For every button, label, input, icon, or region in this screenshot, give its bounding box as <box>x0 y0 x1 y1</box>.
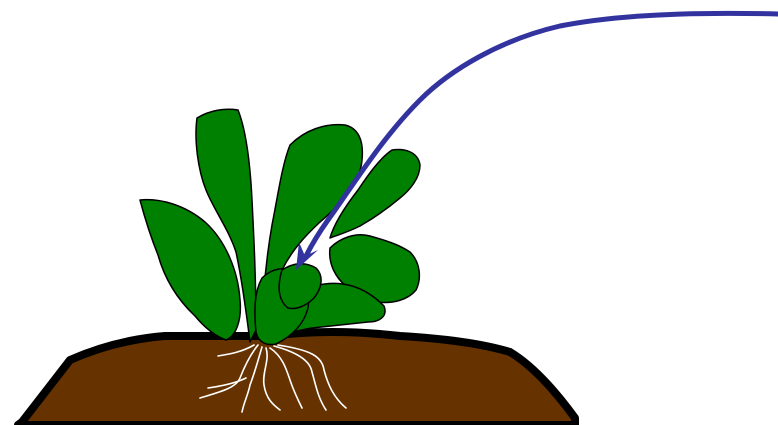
curved-arrow-icon <box>296 13 778 270</box>
arrow-shaft <box>306 13 778 256</box>
plant-icon <box>140 109 420 344</box>
soil-mound-icon <box>18 332 575 425</box>
soil-mound <box>18 332 575 425</box>
